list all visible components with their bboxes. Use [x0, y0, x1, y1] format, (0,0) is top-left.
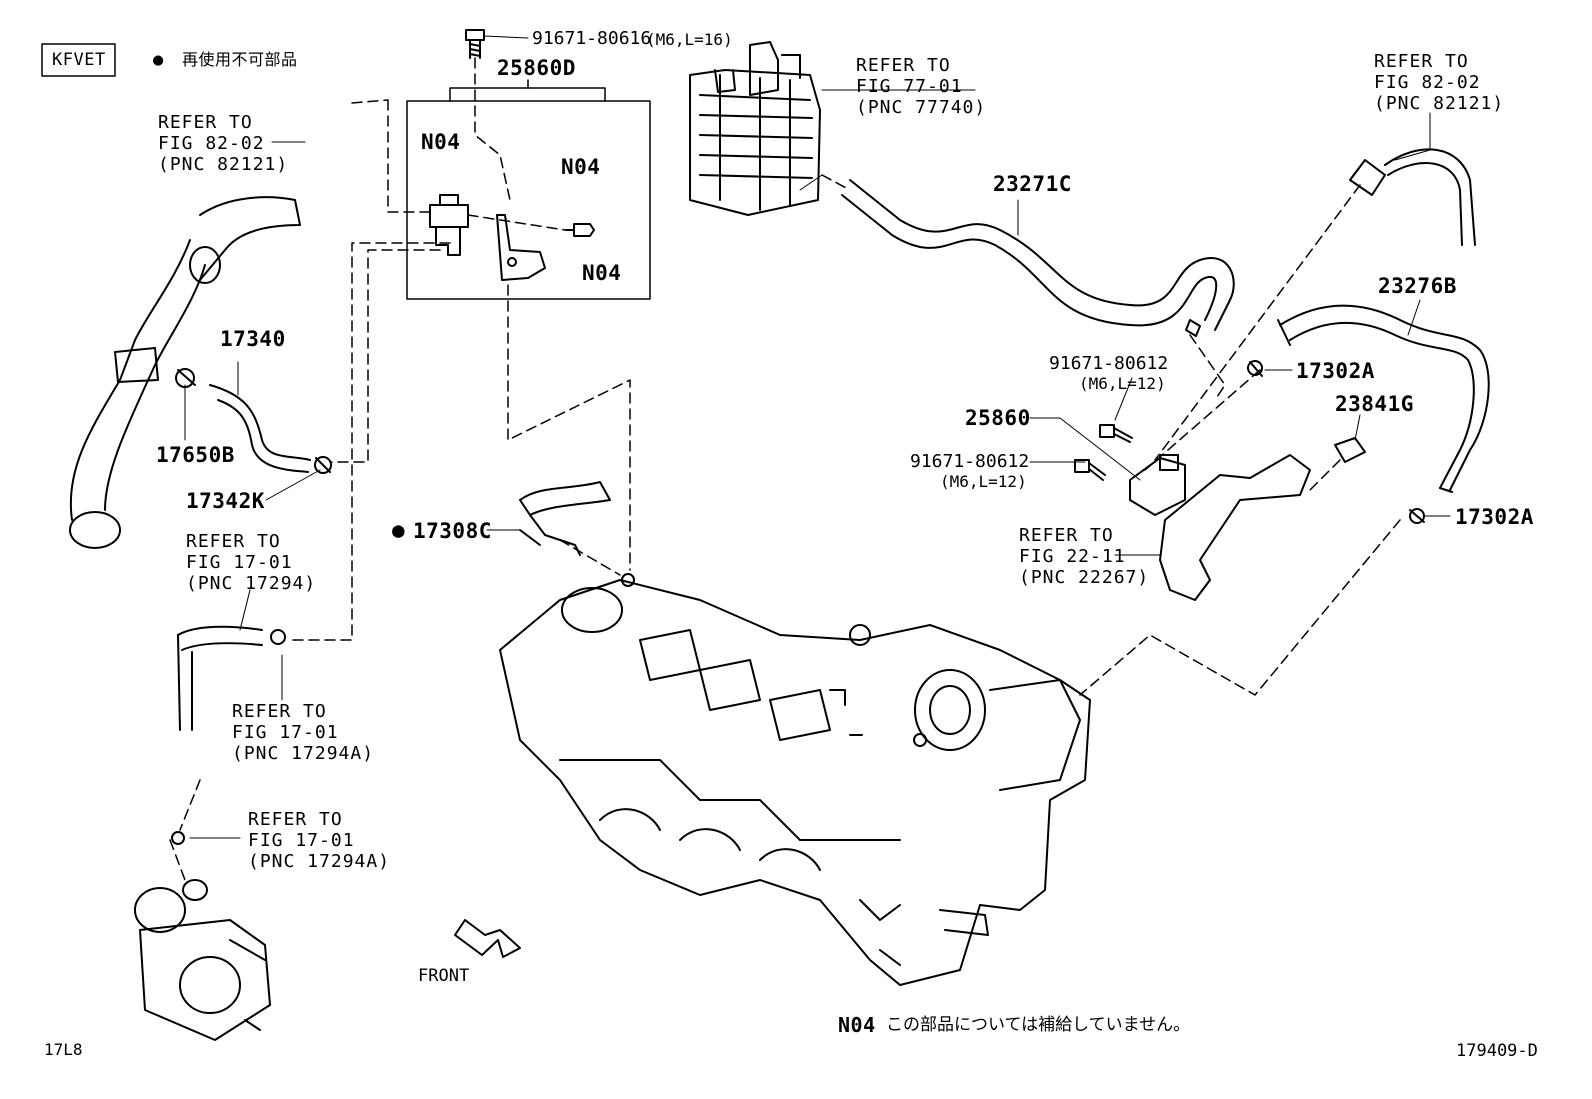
part-25860D: 25860D [497, 56, 576, 80]
model-code-box [41, 43, 116, 77]
part-17308C-mark: ● [392, 518, 406, 542]
hose-23276B-icon [1277, 304, 1490, 493]
front-arrow-icon [454, 919, 521, 958]
hose-23271C-icon [841, 179, 1235, 337]
part-bolt-b-spec: (M6,L=12) [940, 472, 1027, 491]
part-17340: 17340 [220, 327, 286, 351]
part-n04-b: N04 [561, 155, 601, 179]
n04-bracket-icon [496, 214, 546, 281]
part-17650B: 17650B [156, 443, 235, 467]
ref-17-01-17294: REFER TO FIG 17-01 (PNC 17294) [186, 531, 317, 594]
leader-lines [184, 89, 1451, 839]
vsv-25860-icon [1129, 454, 1186, 516]
n04-note-text: この部品については補給していません。 [886, 1015, 1191, 1035]
ref-82-02-right: REFER TO FIG 82-02 (PNC 82121) [1374, 51, 1505, 114]
part-23841G: 23841G [1335, 392, 1414, 416]
bolt-80612-b-icon [1074, 459, 1106, 481]
throttle-body-icon [134, 879, 271, 1041]
clamp-17294A-icon [171, 831, 185, 845]
part-23276B: 23276B [1378, 274, 1457, 298]
n04-note-code: N04 [838, 1013, 876, 1037]
pipe-17308C-icon [519, 481, 611, 556]
legend-bullet: ● [153, 50, 164, 70]
clamp-17342K-icon [314, 456, 332, 474]
model-code: KFVET [52, 50, 106, 70]
part-25860: 25860 [965, 406, 1031, 430]
hose-17294-icon [177, 625, 286, 731]
intake-hose-icon [69, 196, 301, 549]
part-17302A-a: 17302A [1296, 359, 1375, 383]
clamp-17650B-icon [175, 368, 196, 388]
part-bolt-top: 91671-80616 [532, 28, 652, 49]
part-bolt-top-spec: (M6,L=16) [646, 30, 733, 49]
canister-part-icon [689, 41, 821, 216]
bolt-80612-a-icon [1099, 424, 1133, 443]
bracket-25860D [449, 87, 606, 102]
dashed-connectors [169, 57, 1401, 881]
part-17302A-b: 17302A [1455, 505, 1534, 529]
ref-17-01-17294A-b: REFER TO FIG 17-01 (PNC 17294A) [248, 809, 391, 872]
vsv-part-icon [429, 194, 469, 256]
ref-17-01-17294A-a: REFER TO FIG 17-01 (PNC 17294A) [232, 701, 375, 764]
bracket-22267-icon [1159, 454, 1311, 601]
harness-icon [1349, 148, 1476, 246]
page-code: 17L8 [44, 1040, 83, 1059]
clamp-17302A-b-icon [1409, 508, 1425, 524]
bolt-top-icon [465, 29, 485, 59]
hose-17340-icon [209, 384, 311, 473]
engine-head-icon [499, 573, 1091, 986]
part-n04-c: N04 [582, 261, 622, 285]
n04-screw-icon [565, 223, 595, 237]
part-17308C: 17308C [413, 519, 492, 543]
part-bolt-a: 91671-80612 [1049, 353, 1169, 374]
part-n04-a: N04 [421, 130, 461, 154]
part-bolt-a-spec: (M6,L=12) [1079, 374, 1166, 393]
ref-22-11: REFER TO FIG 22-11 (PNC 22267) [1019, 525, 1150, 588]
legend-text: 再使用不可部品 [182, 50, 298, 69]
clip-23841G-icon [1334, 437, 1366, 463]
ref-82-02-left: REFER TO FIG 82-02 (PNC 82121) [158, 112, 289, 175]
ref-77-01: REFER TO FIG 77-01 (PNC 77740) [856, 55, 987, 118]
group-box-25860D [406, 100, 651, 300]
front-label: FRONT [418, 966, 470, 986]
part-17342K: 17342K [186, 489, 265, 513]
clamp-17302A-icon [1247, 360, 1263, 377]
part-bolt-b: 91671-80612 [910, 451, 1030, 472]
figure-id: 179409-D [1456, 1041, 1538, 1061]
part-23271C: 23271C [993, 172, 1072, 196]
